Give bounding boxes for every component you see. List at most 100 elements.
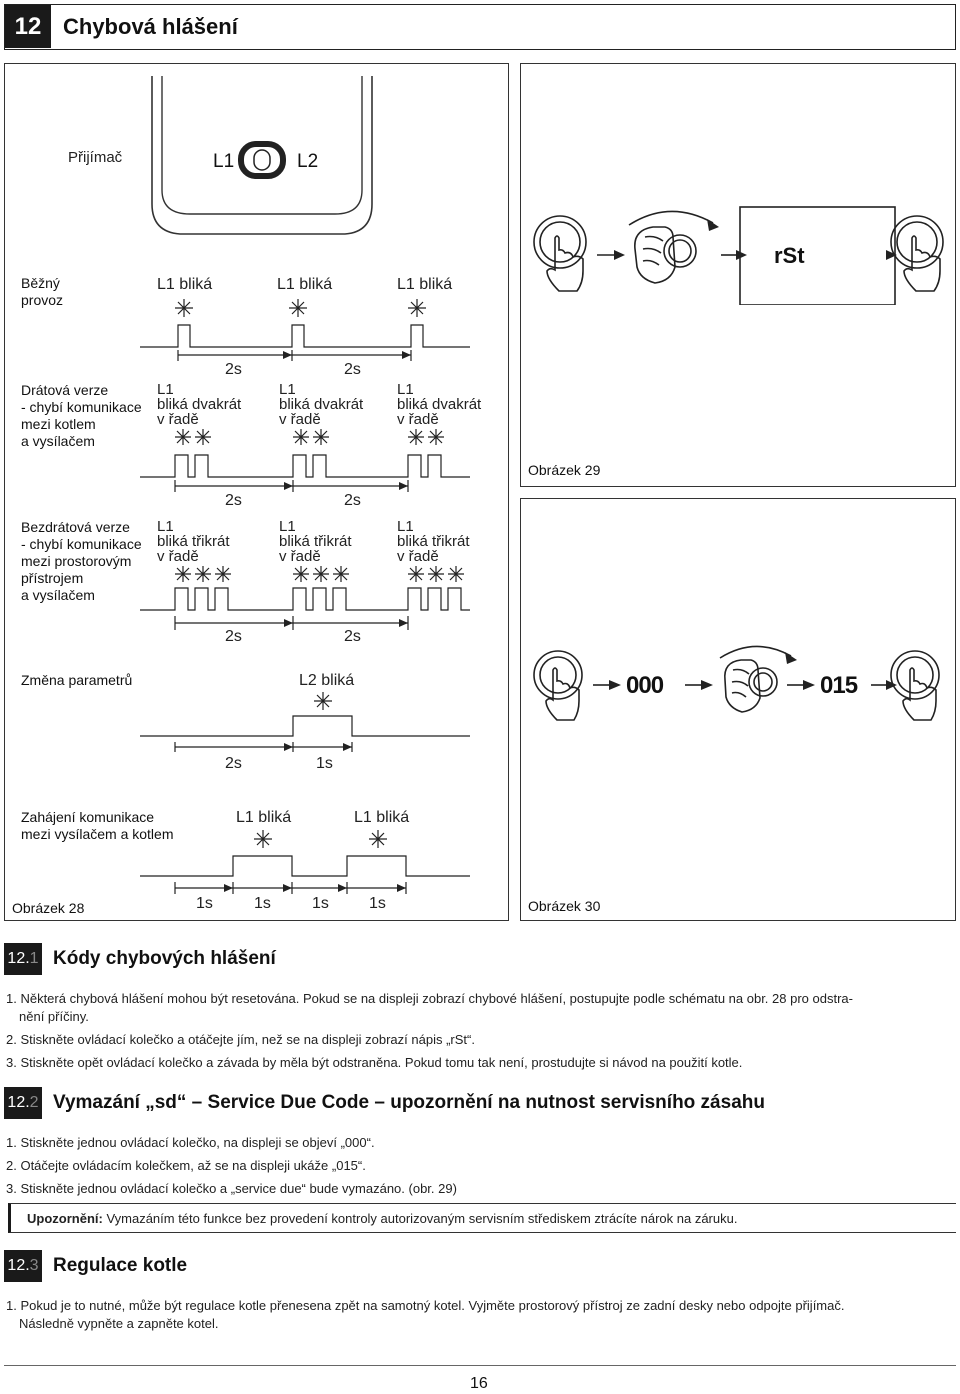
- row-wireless-label: Bezdrátová verze - chybí komunikace mezi…: [21, 519, 142, 604]
- wireless-status-3: L1 bliká třikrát v řadě: [397, 519, 470, 564]
- figure-28-box: [4, 63, 509, 921]
- footer-rule: [4, 1365, 956, 1366]
- warning-label: Upozornění:: [27, 1211, 103, 1226]
- status-line: v řadě: [157, 411, 199, 428]
- row-wired-label-line: Drátová verze: [21, 382, 109, 398]
- section-number-sub: 3: [29, 1257, 39, 1274]
- normal-timing-diagram: [140, 299, 470, 361]
- section-12-2-number: 12.2: [4, 1087, 42, 1119]
- display-value-end: 015: [820, 672, 858, 699]
- row-wired-label-line: mezi kotlem: [21, 416, 96, 432]
- warning-text: Vymazáním této funkce bez provedení kont…: [102, 1211, 738, 1226]
- section-number-main: 12.: [7, 1094, 30, 1111]
- wireless-interval-2: 2s: [344, 628, 361, 645]
- wired-timing-diagram: [140, 429, 470, 492]
- row-comm-label-line1: Zahájení komunikace: [21, 809, 155, 825]
- status-line: v řadě: [397, 411, 439, 428]
- press-button-icon: [890, 215, 944, 292]
- row-comm-label: Zahájení komunikace mezi vysílačem a kot…: [21, 809, 173, 843]
- press-button-icon: [890, 650, 940, 721]
- wired-status-1: L1 bliká dvakrát v řadě: [157, 382, 241, 427]
- status-line: L1: [157, 381, 174, 398]
- receiver-device: [151, 76, 373, 235]
- section-number-main: 12.: [7, 950, 30, 967]
- blink-star-icon: [408, 299, 426, 317]
- normal-status-3: L1 bliká: [397, 276, 453, 293]
- section-12-2-body: 1. Stiskněte jednou ovládací kolečko, na…: [6, 1134, 951, 1198]
- paragraph: 2. Otáčejte ovládacím kolečkem, až se na…: [6, 1158, 366, 1173]
- wired-status-3: L1 bliká dvakrát v řadě: [397, 382, 481, 427]
- blink-star-icon: [448, 566, 464, 582]
- figure-30-box: [520, 498, 956, 921]
- wireless-interval-1: 2s: [225, 628, 242, 645]
- section-12-2-title: Vymazání „sd“ – Service Due Code – upozo…: [53, 1092, 765, 1113]
- status-line: v řadě: [279, 548, 321, 565]
- param-status: L2 bliká: [299, 672, 355, 689]
- wired-interval-2: 2s: [344, 492, 361, 509]
- press-button-icon: [533, 650, 583, 721]
- paragraph: 3. Stiskněte jednou ovládací kolečko a „…: [6, 1181, 457, 1196]
- param-interval-2: 1s: [316, 755, 333, 772]
- comm-interval-4: 1s: [369, 895, 386, 912]
- section-number-sub: 1: [29, 950, 39, 967]
- status-line: bliká třikrát: [397, 533, 470, 550]
- wireless-status-2: L1 bliká třikrát v řadě: [279, 519, 352, 564]
- paragraph: 1. Pokud je to nutné, může být regulace …: [6, 1298, 845, 1313]
- blink-star-icon: [408, 429, 424, 445]
- row-wired-label-line: - chybí komunikace: [21, 399, 142, 415]
- section-12-1-body: 1. Některá chybová hlášení mohou být res…: [6, 990, 951, 1072]
- figure-29-sequence: [533, 206, 944, 305]
- row-wireless-label-line: Bezdrátová verze: [21, 519, 130, 535]
- blink-star-icon: [215, 566, 231, 582]
- row-normal-label-line2: provoz: [21, 292, 64, 308]
- row-wireless-label-line: mezi prostorovým: [21, 553, 132, 569]
- figure-29-box: [520, 63, 956, 487]
- comm-interval-1: 1s: [196, 895, 213, 912]
- rotate-knob-icon: [719, 645, 792, 713]
- status-line: bliká třikrát: [157, 533, 230, 550]
- receiver-label: Přijímač: [68, 149, 123, 166]
- section-12-3-title: Regulace kotle: [53, 1255, 188, 1276]
- status-line: L1: [279, 381, 296, 398]
- blink-star-icon: [175, 299, 193, 317]
- section-12-3-body: 1. Pokud je to nutné, může být regulace …: [6, 1297, 951, 1333]
- rotate-knob-icon: [628, 210, 714, 284]
- comm-status-2: L1 bliká: [354, 809, 410, 826]
- param-interval-1: 2s: [225, 755, 242, 772]
- normal-interval-1: 2s: [225, 361, 242, 378]
- blink-star-icon: [289, 299, 307, 317]
- blink-star-icon: [369, 830, 387, 848]
- blink-star-icon: [428, 566, 444, 582]
- chapter-title: Chybová hlášení: [63, 14, 238, 39]
- chapter-header: 12 Chybová hlášení: [4, 4, 956, 50]
- row-wireless-label-line: - chybí komunikace: [21, 536, 142, 552]
- chapter-number: 12: [5, 5, 51, 48]
- status-line: bliká dvakrát: [157, 396, 242, 413]
- blink-star-icon: [408, 566, 424, 582]
- blink-star-icon: [175, 429, 191, 445]
- status-line: L1: [397, 518, 414, 535]
- blink-star-icon: [195, 566, 211, 582]
- row-wireless-label-line: přístrojem: [21, 570, 84, 586]
- status-line: L1: [279, 518, 296, 535]
- row-param-label: Změna parametrů: [21, 672, 133, 688]
- blink-star-icon: [314, 692, 332, 710]
- comm-interval-2: 1s: [254, 895, 271, 912]
- row-normal-label-line1: Běžný: [21, 275, 60, 291]
- warning-box: Upozornění: Vymazáním této funkce bez pr…: [8, 1203, 956, 1233]
- wired-interval-1: 2s: [225, 492, 242, 509]
- led-l2-label: L2: [297, 151, 319, 172]
- row-wired-label: Drátová verze - chybí komunikace mezi ko…: [21, 382, 142, 450]
- status-line: bliká dvakrát: [397, 396, 482, 413]
- display-value-start: 000: [626, 672, 664, 699]
- blink-star-icon: [333, 566, 349, 582]
- param-timing-diagram: [140, 692, 470, 752]
- paragraph: 1. Některá chybová hlášení mohou být res…: [6, 991, 853, 1006]
- paragraph: 3. Stiskněte opět ovládací kolečko a záv…: [6, 1055, 743, 1070]
- status-line: v řadě: [279, 411, 321, 428]
- figure-29-caption: Obrázek 29: [528, 462, 601, 478]
- status-line: bliká dvakrát: [279, 396, 364, 413]
- paragraph: nění příčiny.: [19, 1009, 89, 1024]
- row-comm-label-line2: mezi vysílačem a kotlem: [21, 826, 174, 842]
- figure-30-sequence: [533, 645, 940, 721]
